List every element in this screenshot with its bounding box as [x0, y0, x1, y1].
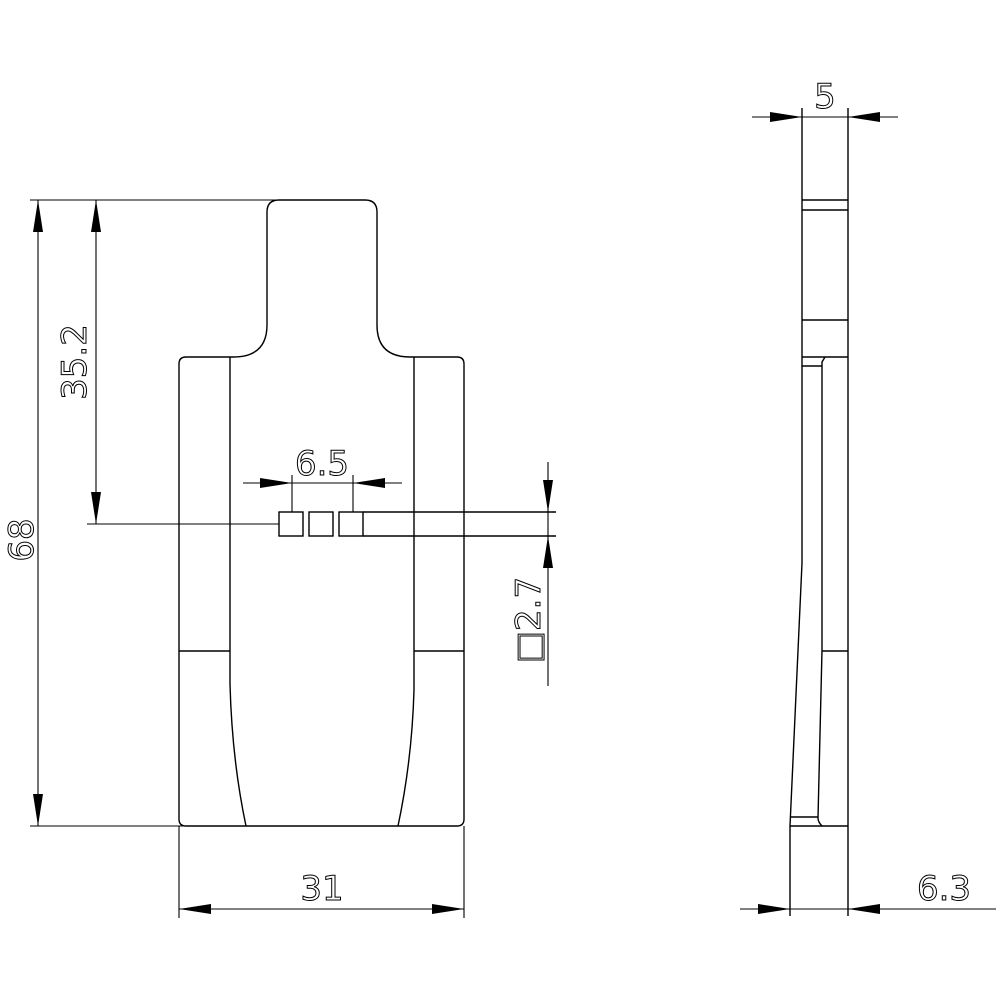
arrow-up-icon	[33, 200, 43, 232]
arrow-left-icon	[353, 478, 385, 488]
dim-5-label: 5	[814, 77, 836, 117]
side-inner-line-lower	[817, 649, 823, 827]
arrow-right-icon	[260, 478, 292, 488]
arrow-left-icon	[848, 904, 880, 914]
front-outline	[178, 199, 465, 827]
slot-square-1	[278, 511, 304, 537]
arrow-up-icon	[91, 200, 101, 232]
dim-6-5-label: 6.5	[295, 444, 349, 484]
left-rail-line	[229, 357, 247, 827]
front-dimensions: 68 35.2 6.5 □2.7 31	[2, 199, 553, 918]
arrow-right-icon	[758, 904, 790, 914]
arrow-right-icon	[432, 904, 464, 914]
dim-68-label: 68	[2, 518, 42, 561]
slot-square-2	[308, 511, 334, 537]
arrow-down-icon	[543, 480, 553, 512]
dim-6-3-label: 6.3	[917, 869, 971, 909]
arrow-down-icon	[33, 794, 43, 826]
side-inner-step	[801, 357, 822, 367]
dim-2-7-label: □2.7	[509, 577, 549, 663]
side-view	[789, 108, 849, 916]
arrow-left-icon	[179, 904, 211, 914]
arrow-up-icon	[543, 536, 553, 568]
slot-square-3	[338, 511, 364, 537]
dim-31-label: 31	[300, 869, 343, 909]
right-rail-line	[397, 357, 415, 827]
side-dimensions: 5 6.3	[740, 77, 996, 914]
side-inner-line	[821, 356, 826, 650]
dim-35-2-label: 35.2	[55, 324, 95, 400]
front-view	[178, 199, 556, 827]
arrow-down-icon	[91, 492, 101, 524]
arrow-left-icon	[848, 112, 880, 122]
arrow-right-icon	[770, 112, 802, 122]
side-left-edge-lower	[789, 366, 803, 916]
